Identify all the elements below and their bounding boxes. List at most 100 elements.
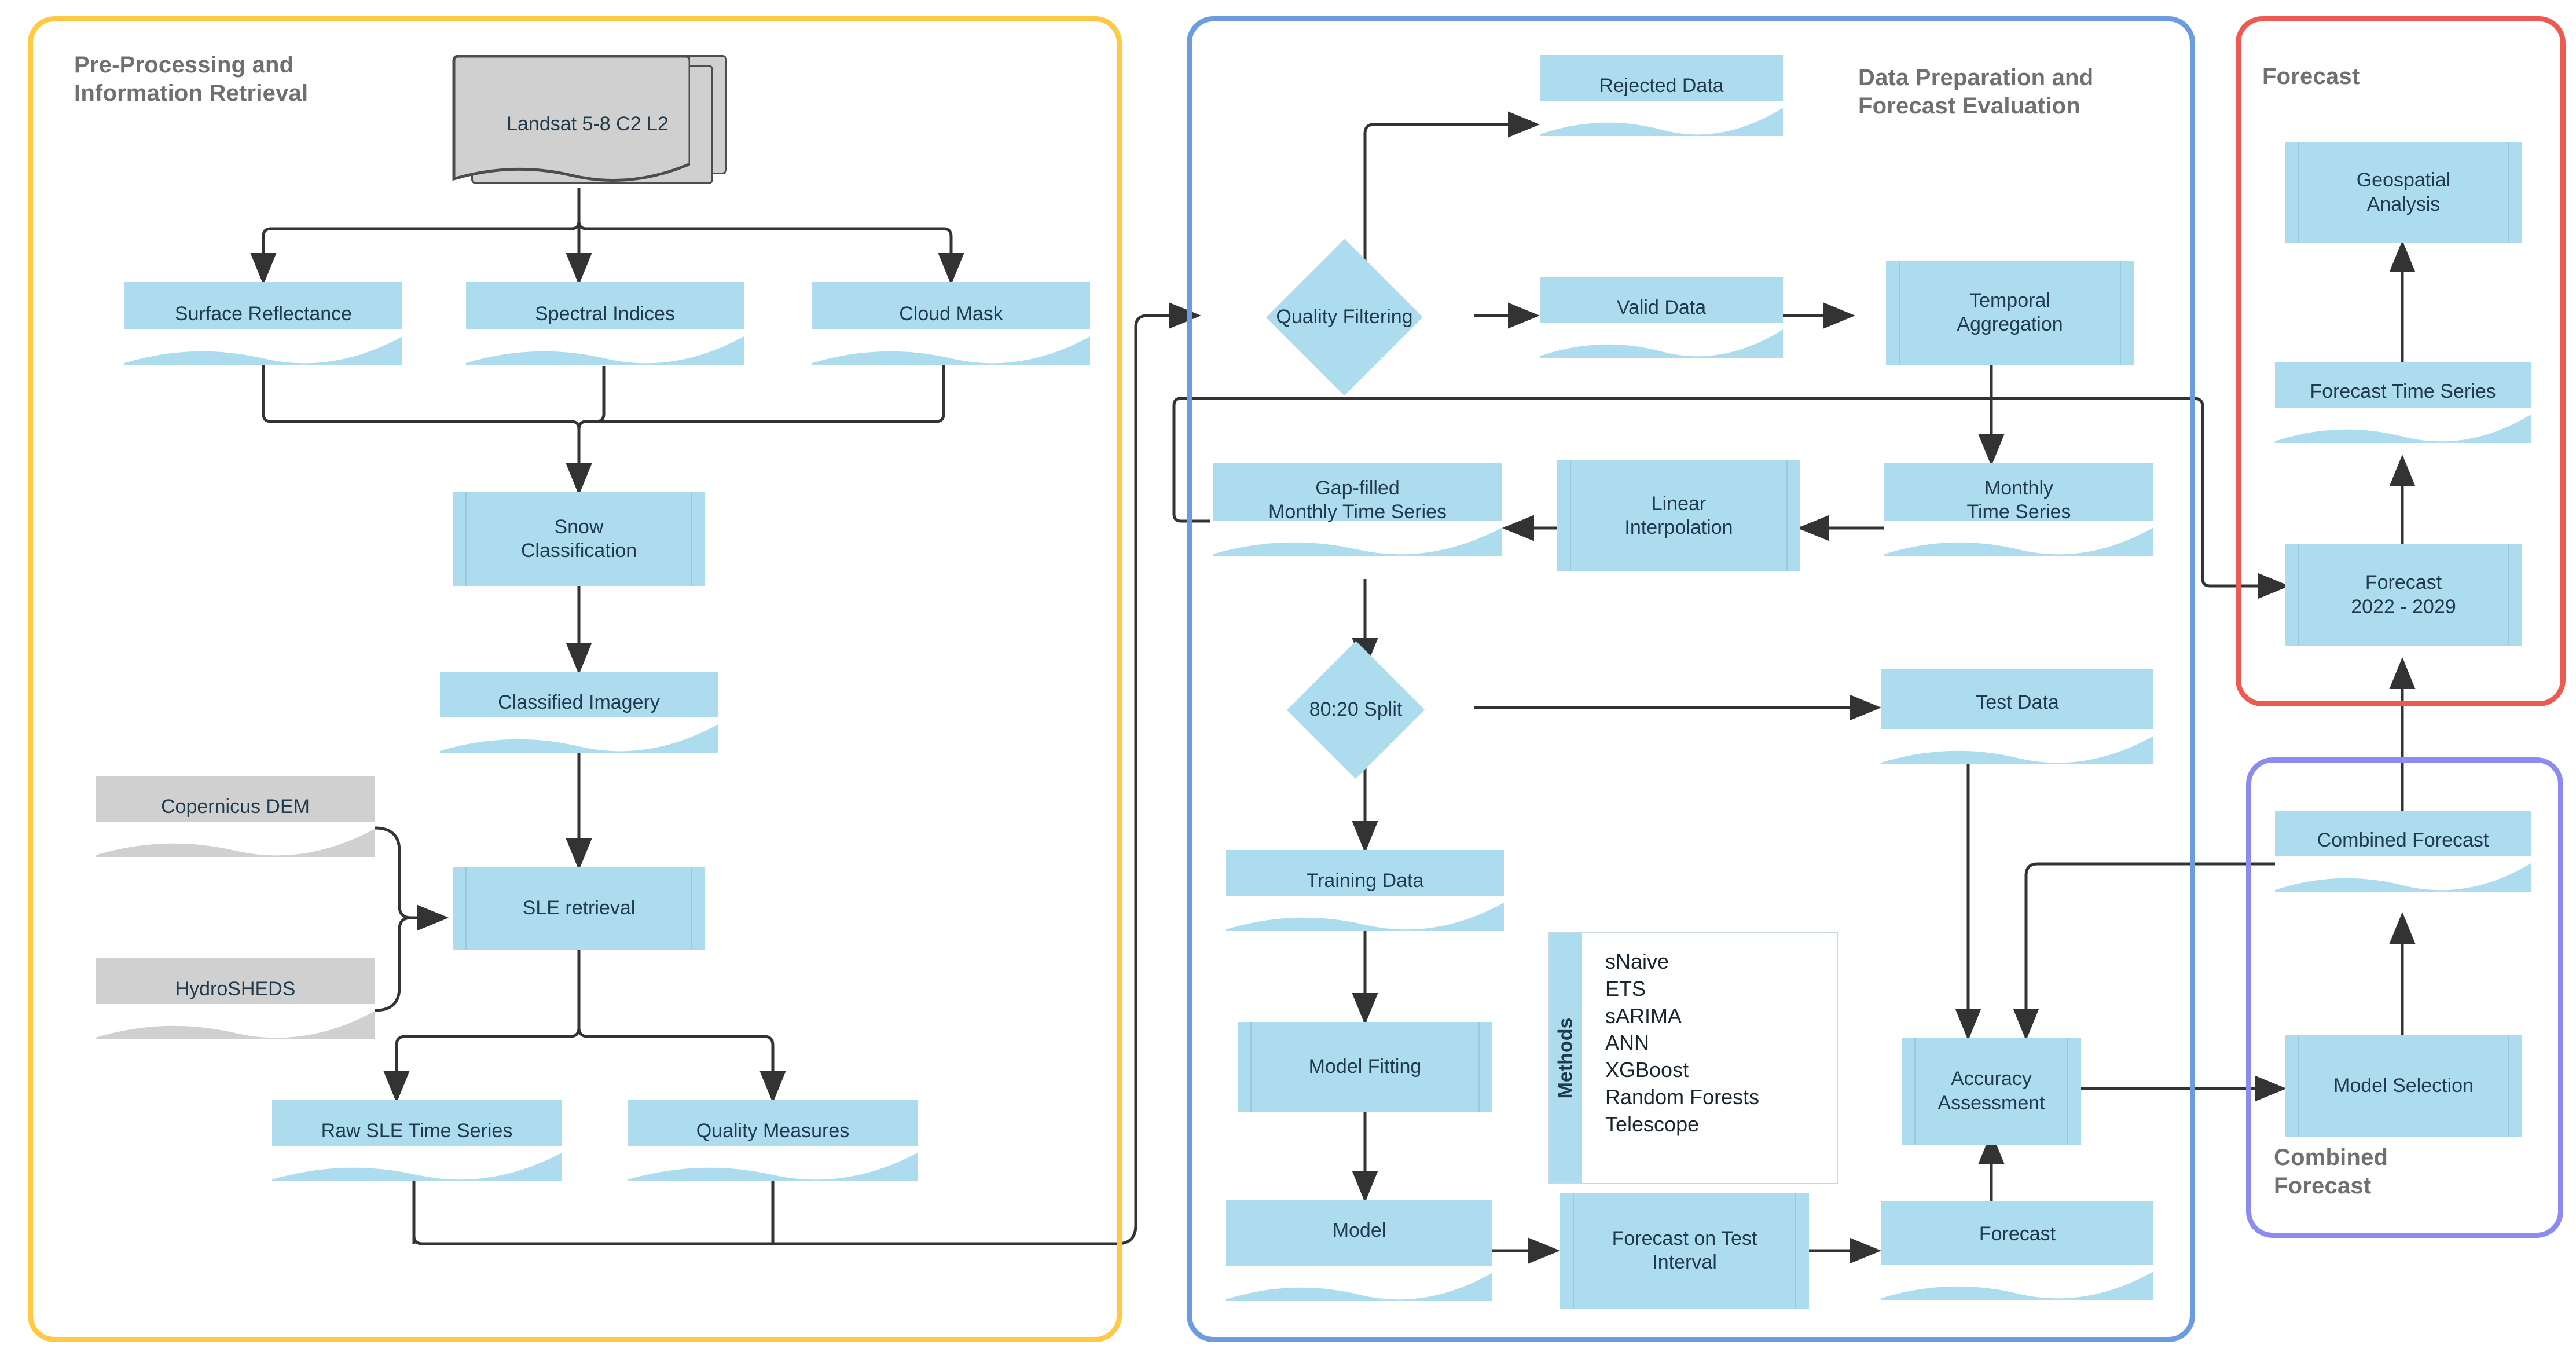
node-model-fitting[interactable]: Model Fitting: [1238, 1022, 1492, 1112]
node-label-temporal-aggregation: Temporal Aggregation: [1957, 289, 2063, 335]
node-label-model: Model: [1332, 1219, 1386, 1241]
wave-edge: [1881, 1265, 2153, 1299]
node-quality-filtering[interactable]: Quality Filtering: [1213, 239, 1476, 396]
node-label-accuracy-assessment: Accuracy Assessment: [1937, 1068, 2045, 1114]
list-item: sNaive: [1605, 950, 1669, 973]
node-label-forecast-time-series: Forecast Time Series: [2310, 380, 2496, 403]
list-item: sARIMA: [1605, 1003, 1682, 1028]
wave-edge: [1226, 896, 1504, 930]
node-label-surface-reflectance: Surface Reflectance: [174, 302, 353, 325]
node-label-geospatial-analysis: Geospatial Analysis: [2356, 169, 2451, 215]
group-title-pre-processing: Pre-Processing and Information Retrieval: [74, 52, 309, 106]
list-item: ETS: [1605, 976, 1646, 1001]
node-raw-sle-time-series[interactable]: Raw SLE Time Series: [272, 1100, 562, 1181]
node-label-model-fitting: Model Fitting: [1308, 1055, 1422, 1078]
node-label-cloud-mask: Cloud Mask: [899, 302, 1003, 325]
node-forecast-time-series[interactable]: Forecast Time Series: [2275, 362, 2531, 443]
node-surface-reflectance[interactable]: Surface Reflectance: [124, 282, 402, 365]
node-label-forecast-on-test-interval: Forecast on Test Interval: [1612, 1227, 1757, 1273]
list-item: Random Forests: [1605, 1084, 1760, 1109]
wave-edge: [812, 329, 1090, 364]
list-item: ANN: [1605, 1031, 1650, 1055]
node-forecast-2022-2029[interactable]: Forecast 2022 - 2029: [2285, 544, 2522, 646]
node-monthly-time-series[interactable]: Monthly Time Series: [1884, 463, 2153, 556]
node-label-hydrosheds: HydroSHEDS: [175, 978, 296, 1001]
node-valid-data[interactable]: Valid Data: [1540, 277, 1783, 358]
node-80-20-split[interactable]: 80:20 Split: [1234, 640, 1477, 779]
wave-edge: [1884, 521, 2153, 555]
wave-edge: [124, 329, 402, 364]
node-snow-classification[interactable]: Snow Classification: [453, 492, 705, 586]
node-quality-measures[interactable]: Quality Measures: [628, 1100, 918, 1181]
group-pre-processing: [28, 16, 1122, 1342]
wave-edge: [2275, 856, 2531, 891]
wave-edge: [96, 822, 375, 856]
list-item: Telescope: [1605, 1112, 1700, 1136]
node-label-raw-sle-time-series: Raw SLE Time Series: [321, 1120, 513, 1142]
node-label-80-20-split: 80:20 Split: [1309, 698, 1403, 721]
node-label-landsat-source: Landsat 5-8 C2 L2: [507, 113, 669, 135]
methods-tab: Methods: [1550, 933, 1582, 1183]
node-label-model-selection: Model Selection: [2333, 1074, 2474, 1097]
node-forecast-on-test-interval[interactable]: Forecast on Test Interval: [1560, 1193, 1809, 1309]
node-label-test-data: Test Data: [1976, 691, 2059, 713]
node-label-copernicus-dem: Copernicus DEM: [161, 796, 310, 818]
node-label-gap-filled-monthly-time-series: Gap-filled Monthly Time Series: [1268, 477, 1447, 523]
wave-edge: [466, 329, 744, 364]
node-label-snow-classification: Snow Classification: [520, 515, 637, 562]
group-data-preparation: [1187, 16, 2195, 1342]
node-gap-filled-monthly-time-series[interactable]: Gap-filled Monthly Time Series: [1213, 463, 1502, 556]
node-landsat-source[interactable]: Landsat 5-8 C2 L2: [452, 55, 727, 188]
node-temporal-aggregation[interactable]: Temporal Aggregation: [1886, 261, 2134, 365]
methods-panel: Methods sNaive ETS sARIMA ANN XGBoost Ra…: [1548, 932, 1838, 1184]
node-cloud-mask[interactable]: Cloud Mask: [812, 282, 1090, 365]
node-spectral-indices[interactable]: Spectral Indices: [466, 282, 744, 365]
wave-edge: [1540, 101, 1783, 135]
node-label-sle-retrieval: SLE retrieval: [522, 897, 636, 919]
wave-edge: [2275, 408, 2531, 442]
wave-edge: [440, 717, 718, 752]
node-label-classified-imagery: Classified Imagery: [498, 691, 660, 714]
node-forecast-result[interactable]: Forecast: [1881, 1201, 2153, 1300]
wave-edge: [96, 1004, 375, 1038]
node-label-training-data: Training Data: [1306, 870, 1424, 892]
node-accuracy-assessment[interactable]: Accuracy Assessment: [1902, 1038, 2081, 1145]
group-forecast: [2236, 16, 2566, 706]
node-label-rejected-data: Rejected Data: [1599, 75, 1724, 97]
methods-tab-label: Methods: [1554, 1017, 1577, 1099]
node-model[interactable]: Model: [1226, 1200, 1492, 1301]
node-label-monthly-time-series: Monthly Time Series: [1966, 477, 2071, 523]
node-combined-forecast[interactable]: Combined Forecast: [2275, 811, 2531, 892]
node-test-data[interactable]: Test Data: [1881, 669, 2153, 764]
node-label-combined-forecast: Combined Forecast: [2317, 829, 2489, 852]
group-title-combined-forecast: Combined Forecast: [2274, 1145, 2388, 1199]
group-combined-forecast: [2246, 757, 2563, 1238]
node-hydrosheds[interactable]: HydroSHEDS: [96, 958, 375, 1039]
stack-front-sheet: [452, 55, 690, 182]
list-item: XGBoost: [1605, 1058, 1689, 1082]
node-training-data[interactable]: Training Data: [1226, 850, 1504, 931]
wave-edge: [628, 1146, 918, 1180]
node-label-spectral-indices: Spectral Indices: [535, 302, 675, 325]
node-model-selection[interactable]: Model Selection: [2285, 1035, 2522, 1137]
group-title-forecast: Forecast: [2262, 64, 2360, 89]
node-copernicus-dem[interactable]: Copernicus DEM: [96, 776, 375, 857]
node-label-forecast-2022-2029: Forecast 2022 - 2029: [2351, 571, 2456, 618]
node-label-linear-interpolation: Linear Interpolation: [1624, 492, 1733, 538]
node-label-quality-measures: Quality Measures: [696, 1120, 850, 1142]
node-geospatial-analysis[interactable]: Geospatial Analysis: [2285, 142, 2522, 243]
node-label-forecast-result: Forecast: [1979, 1223, 2056, 1245]
wave-edge: [272, 1146, 562, 1180]
wave-edge: [1213, 521, 1502, 555]
wave-edge: [1881, 729, 2153, 763]
node-sle-retrieval[interactable]: SLE retrieval: [453, 867, 705, 950]
group-title-data-preparation: Data Preparation and Forecast Evaluation: [1858, 65, 2094, 119]
wave-edge: [1226, 1266, 1492, 1300]
methods-list: sNaive ETS sARIMA ANN XGBoost Random For…: [1582, 933, 1837, 1183]
wave-edge: [1540, 323, 1783, 357]
node-classified-imagery[interactable]: Classified Imagery: [440, 672, 718, 753]
node-rejected-data[interactable]: Rejected Data: [1540, 55, 1783, 136]
node-label-valid-data: Valid Data: [1616, 296, 1707, 319]
node-linear-interpolation[interactable]: Linear Interpolation: [1557, 460, 1800, 571]
